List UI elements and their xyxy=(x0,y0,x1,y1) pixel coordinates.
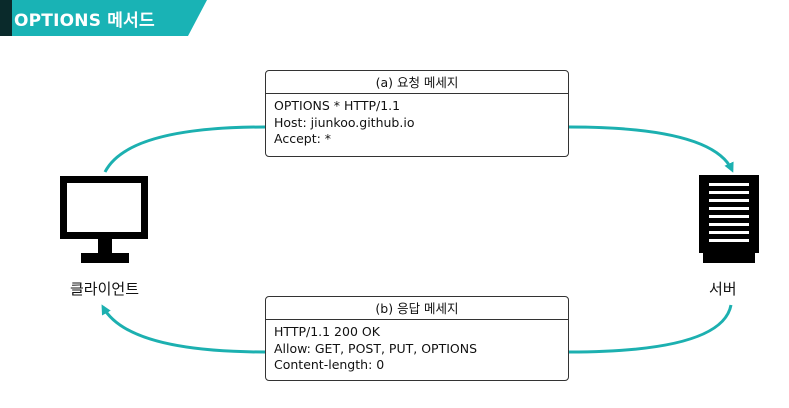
request-arrow-left-arc xyxy=(103,125,266,173)
banner-shape xyxy=(0,0,207,36)
server-label: 서버 xyxy=(709,280,737,298)
page-title: OPTIONS 메서드 xyxy=(14,11,155,31)
response-header-allow: Allow: GET, POST, PUT, OPTIONS xyxy=(274,340,478,356)
response-status-line: HTTP/1.1 200 OK xyxy=(274,324,380,339)
client-label: 클라이언트 xyxy=(70,280,140,298)
request-message-box: (a) 요청 메세지 OPTIONS * HTTP/1.1 Host: jiun… xyxy=(265,70,569,157)
response-message-box: (b) 응답 메세지 HTTP/1.1 200 OK Allow: GET, P… xyxy=(265,296,569,381)
request-header-host: Host: jiunkoo.github.io xyxy=(274,114,415,130)
response-arrow-right-arc xyxy=(568,304,733,354)
request-line: OPTIONS * HTTP/1.1 xyxy=(274,98,401,113)
request-arrow-right-arc xyxy=(568,125,734,173)
response-arrow-left-arc xyxy=(101,304,266,354)
response-message-body: HTTP/1.1 200 OK Allow: GET, POST, PUT, O… xyxy=(266,320,568,374)
response-header-content-length: Content-length: 0 xyxy=(274,357,385,372)
server-icon xyxy=(699,175,759,263)
title-banner: OPTIONS 메서드 xyxy=(0,0,210,36)
monitor-icon xyxy=(60,176,148,263)
response-message-title: (b) 응답 메세지 xyxy=(266,297,568,320)
request-message-title: (a) 요청 메세지 xyxy=(266,71,568,94)
request-message-body: OPTIONS * HTTP/1.1 Host: jiunkoo.github.… xyxy=(266,94,568,148)
request-header-accept: Accept: * xyxy=(274,131,332,146)
